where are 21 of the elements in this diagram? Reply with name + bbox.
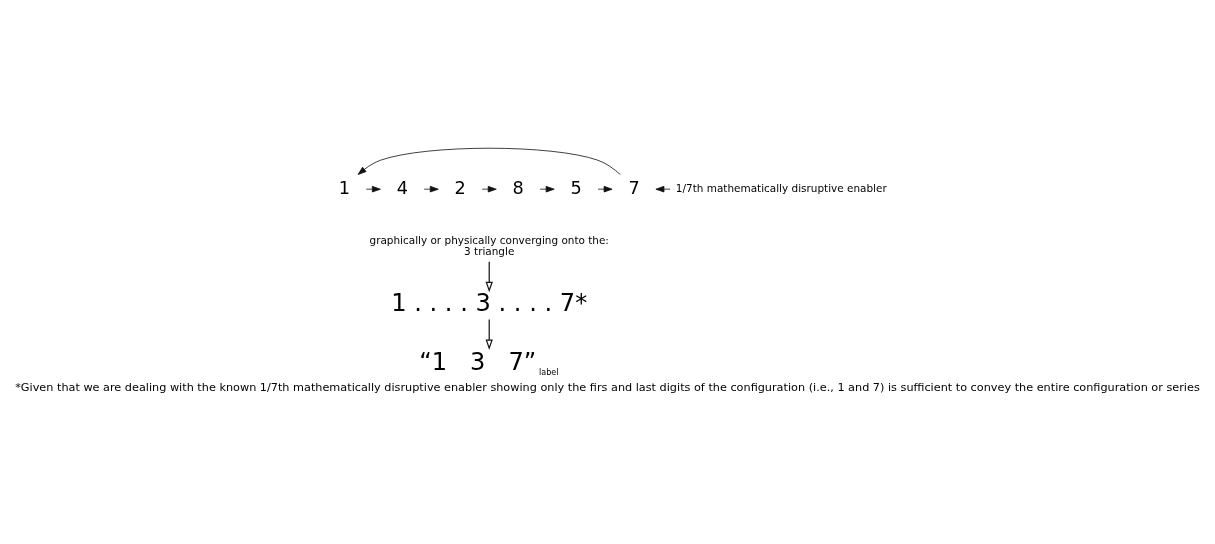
arrow bbox=[539, 185, 555, 192]
arrow bbox=[485, 260, 493, 292]
node-text: 2 bbox=[454, 177, 466, 198]
arrow bbox=[655, 185, 671, 192]
node-text: “1 3 7” bbox=[419, 347, 537, 376]
node-text: 7 bbox=[628, 177, 640, 198]
node-text: 8 bbox=[512, 177, 524, 198]
node-text: 4 bbox=[396, 177, 408, 198]
node-text: 1 bbox=[338, 177, 351, 198]
arrow bbox=[597, 185, 613, 192]
node-text: 1/7th mathematically disruptive enabler bbox=[675, 181, 887, 194]
node-label: label bbox=[539, 367, 559, 377]
node-text: 1 . . . . 3 . . . . 7* bbox=[391, 288, 588, 317]
arrow bbox=[481, 185, 497, 192]
node-text: graphically or physically converging onto the: 3 triangle bbox=[369, 233, 609, 257]
caption: *Given that we are dealing with the known 1/7th mathematically disruptive enabler showing only the firs and last digits of the configuration (i.e., 1 and 7) is sufficient to convey the entire configuration or series bbox=[15, 380, 1200, 393]
arrow bbox=[423, 185, 439, 192]
node-text: 5 bbox=[570, 177, 582, 198]
arrow bbox=[357, 147, 621, 175]
arrow bbox=[365, 185, 381, 192]
arrow bbox=[485, 318, 493, 350]
